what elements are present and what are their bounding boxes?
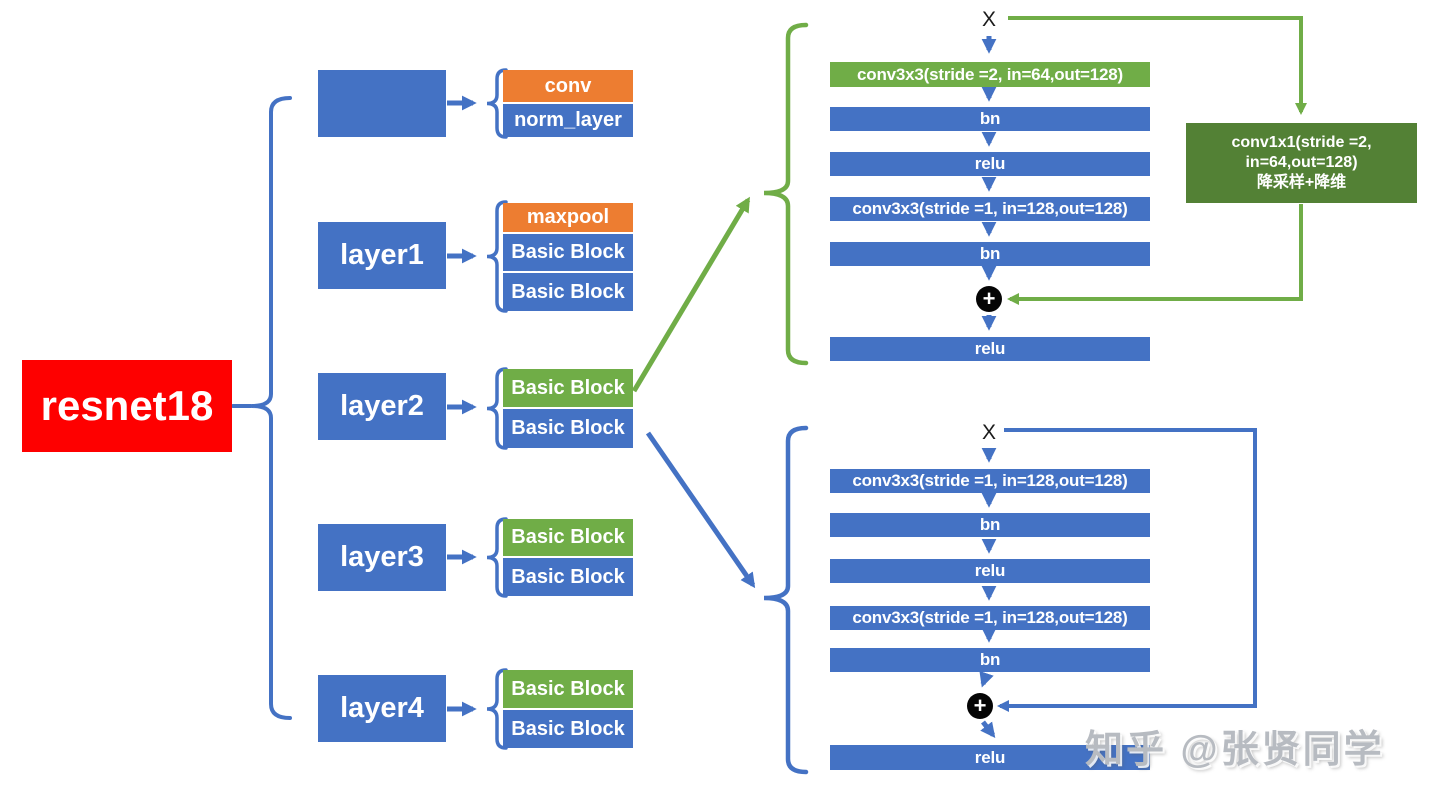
layer2-to-stride2-arrow: [631, 196, 751, 393]
stride2-conv1-bar: conv3x3(stride =2, in=64,out=128): [830, 62, 1150, 87]
plus-icon: +: [982, 286, 996, 311]
block-label: Basic Block: [511, 241, 625, 263]
plus-icon: +: [973, 693, 987, 718]
stride2-brace: [763, 22, 809, 366]
bar-label: relu: [974, 339, 1006, 358]
stride1-relu1-bar: relu: [830, 559, 1150, 583]
bar-label: bn: [979, 650, 1001, 669]
block-label: Basic Block: [511, 717, 625, 740]
block-basic-block: Basic Block: [503, 710, 633, 748]
bar-label: conv3x3(stride =1, in=128,out=128): [852, 199, 1128, 218]
layer-node-layer3: layer3: [318, 524, 446, 591]
block-maxpool: maxpool: [503, 203, 633, 232]
root-label: resnet18: [40, 382, 214, 429]
stride1-conv2-bar: conv3x3(stride =1, in=128,out=128): [830, 606, 1150, 630]
stride2-input-x: X: [981, 8, 996, 31]
stride1-bn2-bar: bn: [830, 648, 1150, 672]
block-label: Basic Block: [511, 677, 625, 700]
stride2-add-node: +: [976, 286, 1002, 312]
bar-label: bn: [979, 515, 1001, 534]
stride2-relu1-bar: relu: [830, 152, 1150, 176]
stride2-bn2-bar: bn: [830, 242, 1150, 266]
layer-label: layer2: [340, 390, 424, 422]
block-basic-block-stride2: Basic Block: [503, 670, 633, 708]
bar-label: bn: [979, 244, 1001, 263]
stride2-shortcut-conv1x1-box: conv1x1(stride =2, in=64,out=128) 降采样+降维: [1186, 123, 1417, 203]
layer-node-layer2: layer2: [318, 373, 446, 440]
block-label: norm_layer: [514, 109, 622, 131]
stride1-relu-out-bar: relu: [830, 745, 1150, 770]
block-label: Basic Block: [511, 565, 625, 588]
block-label: Basic Block: [511, 280, 625, 303]
stride2-relu-out-bar: relu: [830, 337, 1150, 361]
block-basic-block: Basic Block: [503, 234, 633, 271]
block-label: Basic Block: [511, 417, 625, 439]
block-label: maxpool: [526, 206, 610, 228]
shortcut-line: in=64,out=128): [1245, 154, 1358, 171]
stride1-conv1-bar: conv3x3(stride =1, in=128,out=128): [830, 469, 1150, 493]
watermark-text: 知乎 @张贤同学: [1085, 729, 1385, 771]
block-basic-block-stride2: Basic Block: [503, 369, 633, 407]
bar-label: relu: [974, 747, 1006, 767]
stride2-conv2-bar: conv3x3(stride =1, in=128,out=128): [830, 197, 1150, 221]
block-norm-layer: norm_layer: [503, 104, 633, 137]
shortcut-line: conv1x1(stride =2,: [1231, 134, 1372, 151]
layer-node-layer4: layer4: [318, 675, 446, 742]
layer2-to-stride1-arrow: [645, 431, 756, 589]
stride2-bn1-bar: bn: [830, 107, 1150, 131]
stride1-brace: [763, 425, 809, 775]
bar-label: bn: [979, 109, 1001, 128]
bar-label: conv3x3(stride =2, in=64,out=128): [857, 64, 1123, 84]
layer-arrows: [447, 95, 477, 717]
block-basic-block-stride2: Basic Block: [503, 519, 633, 556]
block-label: Basic Block: [511, 376, 625, 399]
block-conv: conv: [503, 70, 633, 102]
block-basic-block: Basic Block: [503, 409, 633, 448]
stride1-add-node: +: [967, 693, 993, 719]
layer-node-layer1: layer1: [318, 222, 446, 289]
block-label: Basic Block: [511, 526, 625, 548]
shortcut-line: 降采样+降维: [1256, 174, 1347, 191]
layer-label: layer3: [340, 541, 424, 573]
bar-label: relu: [974, 561, 1006, 580]
layer-label: layer1: [340, 239, 424, 271]
block-label: conv: [544, 74, 592, 97]
stride1-input-x: X: [981, 421, 996, 444]
bar-label: relu: [974, 154, 1006, 173]
root-brace: [231, 96, 292, 720]
layer-node-stem: [318, 70, 446, 137]
block-basic-block: Basic Block: [503, 273, 633, 311]
block-basic-block: Basic Block: [503, 558, 633, 596]
root-node: resnet18: [22, 360, 232, 452]
bar-label: conv3x3(stride =1, in=128,out=128): [852, 608, 1128, 627]
layer-label: layer4: [340, 692, 424, 724]
stride1-bn1-bar: bn: [830, 513, 1150, 537]
bar-label: conv3x3(stride =1, in=128,out=128): [852, 471, 1128, 490]
